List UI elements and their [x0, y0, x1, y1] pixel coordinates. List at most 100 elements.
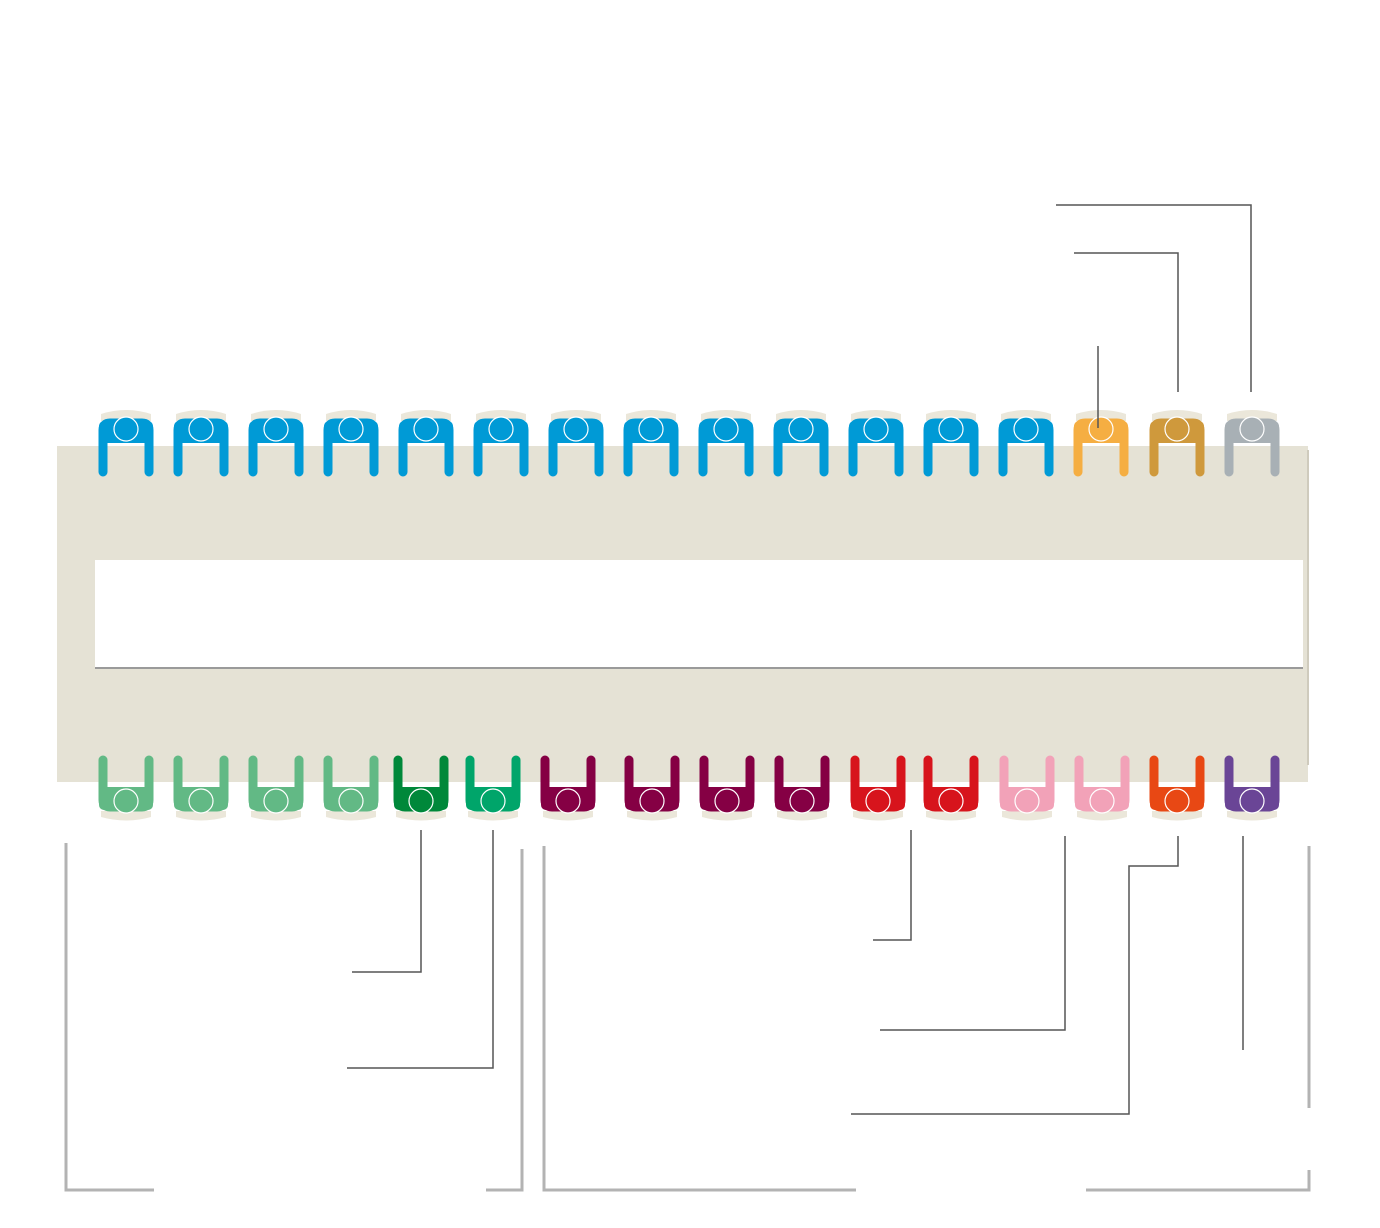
top-row-seat-9	[698, 410, 754, 477]
person-head-icon	[413, 416, 439, 442]
bottom-row-seat-1	[98, 755, 154, 821]
person-head-icon	[1164, 416, 1190, 442]
top-row-seat-8	[623, 410, 679, 477]
person-head-icon	[788, 416, 814, 442]
bottom-row-seat-5	[393, 755, 449, 821]
group-brackets	[64, 843, 1311, 1192]
bottom-row-seat-8	[624, 755, 680, 821]
person-head-icon	[1239, 788, 1265, 814]
seat-cushion	[627, 811, 677, 821]
seat-cushion	[1227, 811, 1277, 821]
top-row-seat-12	[923, 410, 979, 477]
top-row-seat-1	[98, 410, 154, 477]
bracket-center-left	[486, 849, 524, 1192]
seat-cushion	[1076, 410, 1126, 421]
bottom-row-seat-2	[173, 755, 229, 821]
top-row-seat-14	[1073, 410, 1129, 477]
seat-cushion	[853, 811, 903, 821]
person-head-icon	[938, 788, 964, 814]
top-row-seat-6	[473, 410, 529, 477]
seat-cushion	[101, 811, 151, 821]
seat-cushion	[777, 811, 827, 821]
bottom-row-seat-4	[323, 755, 379, 821]
seat-cushion	[101, 410, 151, 421]
person-head-icon	[714, 788, 740, 814]
bottom-row-seats	[98, 755, 1280, 821]
seat-cushion	[1001, 410, 1051, 421]
bracket-center-right	[542, 846, 856, 1192]
seat-cushion	[851, 410, 901, 421]
seat-cushion	[543, 811, 593, 821]
seat-cushion	[468, 811, 518, 821]
person-head-icon	[938, 416, 964, 442]
seat-cushion	[1152, 811, 1202, 821]
person-head-icon	[1014, 788, 1040, 814]
bottom-row-seat-10	[774, 755, 830, 821]
seat-cushion	[626, 410, 676, 421]
person-head-icon	[1089, 788, 1115, 814]
top-row-seats	[98, 410, 1280, 477]
leader-line-bottom-4	[880, 836, 1066, 1031]
top-row-seat-4	[323, 410, 379, 477]
seat-cushion	[176, 410, 226, 421]
person-head-icon	[639, 788, 665, 814]
seat-cushion	[776, 410, 826, 421]
seat-cushion	[1002, 811, 1052, 821]
bottom-row-seat-15	[1149, 755, 1205, 821]
seat-cushion	[926, 811, 976, 821]
seat-cushion	[176, 811, 226, 821]
person-head-icon	[865, 788, 891, 814]
bottom-row-seat-16	[1224, 755, 1280, 821]
person-head-icon	[488, 416, 514, 442]
person-head-icon	[263, 416, 289, 442]
table-center-panel	[95, 560, 1303, 668]
seat-cushion	[476, 410, 526, 421]
seat-cushion	[1227, 410, 1277, 421]
person-head-icon	[638, 416, 664, 442]
person-head-icon	[563, 416, 589, 442]
person-head-icon	[555, 788, 581, 814]
bottom-row-seat-13	[999, 755, 1055, 821]
bracket-left	[64, 843, 154, 1192]
person-head-icon	[1013, 416, 1039, 442]
person-head-icon	[1164, 788, 1190, 814]
bottom-leader-lines	[347, 830, 1244, 1115]
seat-cushion	[551, 410, 601, 421]
leader-line-bottom-1	[352, 830, 422, 973]
bottom-row-seat-14	[1074, 755, 1130, 821]
bottom-row-seat-7	[540, 755, 596, 821]
seat-cushion	[401, 410, 451, 421]
person-head-icon	[789, 788, 815, 814]
top-leader-lines	[1056, 204, 1252, 428]
person-head-icon	[338, 416, 364, 442]
seat-cushion	[326, 410, 376, 421]
leader-line-bottom-3	[873, 830, 912, 941]
person-head-icon	[188, 788, 214, 814]
top-row-seat-10	[773, 410, 829, 477]
bottom-row-seat-6	[465, 755, 521, 821]
seat-cushion	[701, 410, 751, 421]
person-head-icon	[188, 416, 214, 442]
top-row-seat-5	[398, 410, 454, 477]
leader-line-top-3	[1056, 204, 1252, 392]
seat-cushion	[251, 410, 301, 421]
person-head-icon	[338, 788, 364, 814]
person-head-icon	[863, 416, 889, 442]
seat-cushion	[702, 811, 752, 821]
top-row-seat-2	[173, 410, 229, 477]
top-row-seat-13	[998, 410, 1054, 477]
leader-line-bottom-2	[347, 830, 494, 1069]
leader-line-bottom-5	[851, 836, 1179, 1115]
person-head-icon	[480, 788, 506, 814]
person-head-icon	[113, 416, 139, 442]
top-row-seat-3	[248, 410, 304, 477]
seat-cushion	[1152, 410, 1202, 421]
bottom-row-seat-9	[699, 755, 755, 821]
top-row-seat-11	[848, 410, 904, 477]
bottom-row-seat-12	[923, 755, 979, 821]
person-head-icon	[1239, 416, 1265, 442]
seat-cushion	[251, 811, 301, 821]
person-head-icon	[1088, 416, 1114, 442]
